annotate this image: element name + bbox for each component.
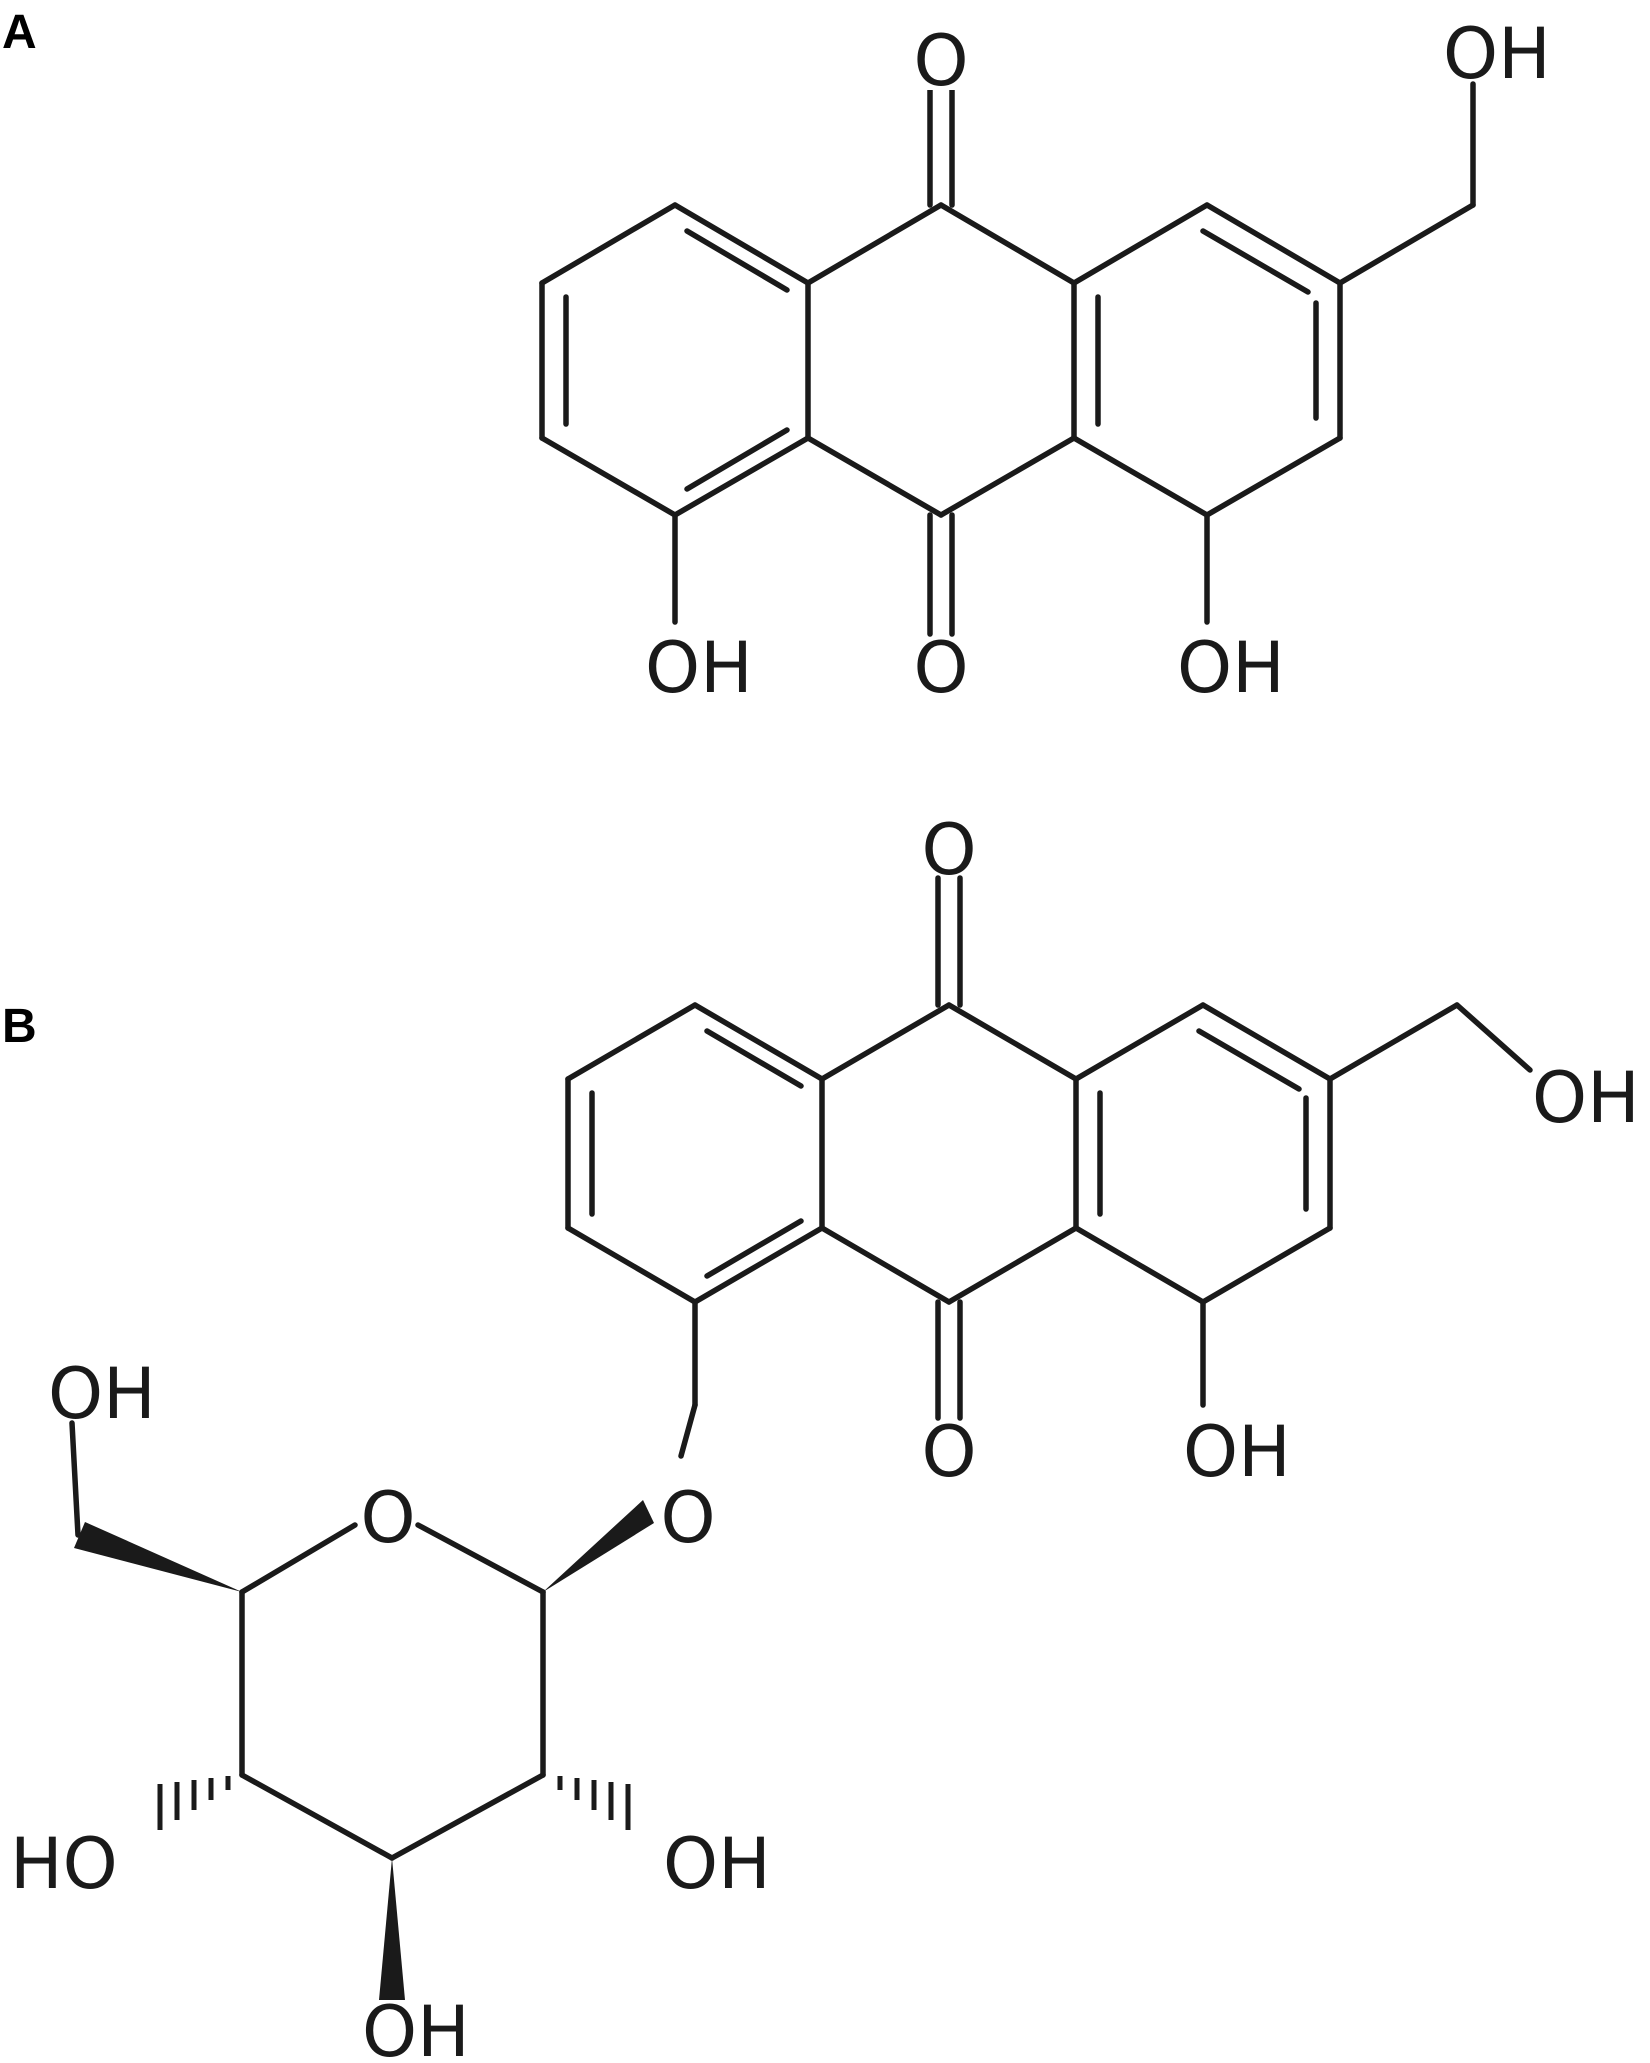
panel-a-top-carbonyl-o: O [913, 20, 968, 102]
panel-a-left-phenol-oh: OH [645, 627, 753, 709]
panel-b-bottom-carbonyl-o: O [921, 1411, 976, 1493]
panel-b-sugar-bonds [69, 1420, 654, 2000]
panel-b-hydroxymethyl-oh: OH [1532, 1057, 1640, 1139]
panel-b: B [2, 809, 1640, 2063]
c2-hashed-bond [557, 1776, 631, 1830]
panel-a-right-phenol-oh: OH [1177, 627, 1285, 709]
panel-b-top-carbonyl-o: O [921, 809, 976, 891]
panel-b-glycosidic-o: O [660, 1477, 715, 1559]
panel-a-atom-labels: O O OH OH OH [645, 13, 1551, 709]
panel-a-label: A [2, 6, 37, 59]
anomeric-wedge-bond [543, 1500, 654, 1592]
panel-a-bonds [539, 81, 1476, 637]
c3-wedge-bond [379, 1858, 405, 2000]
c4-hashed-bond [157, 1776, 231, 1830]
panel-a: A [2, 6, 1551, 709]
panel-b-sugar-c2-oh: OH [663, 1823, 771, 1905]
panel-b-phenol-oh: OH [1183, 1411, 1291, 1493]
panel-b-anthraquinone-bonds [565, 875, 1533, 1459]
panel-b-label: B [2, 1000, 37, 1053]
c5-wedge-bond [74, 1522, 242, 1592]
panel-b-sugar-ch2-oh: OH [48, 1353, 156, 1435]
panel-b-sugar-c3-oh: OH [362, 1991, 470, 2063]
panel-b-atom-labels: O O OH OH O O OH HO OH OH [10, 809, 1640, 2063]
panel-b-ring-o: O [360, 1477, 415, 1559]
panel-a-hydroxymethyl-oh: OH [1443, 13, 1551, 95]
panel-a-bottom-carbonyl-o: O [913, 627, 968, 709]
panel-b-sugar-c4-oh: HO [10, 1823, 118, 1905]
